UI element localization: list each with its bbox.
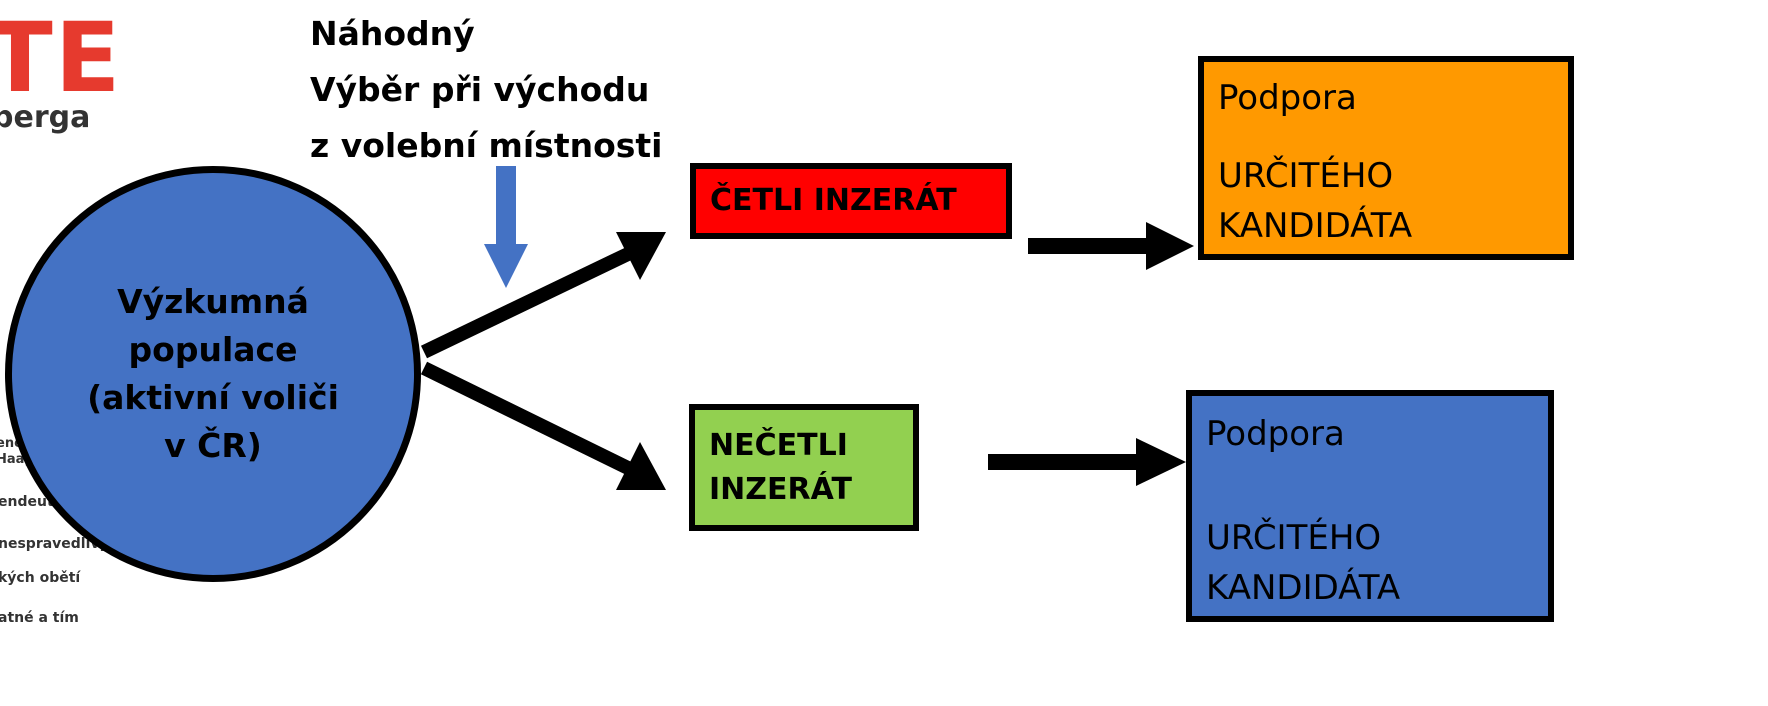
sampling-label: Náhodný Výběr při východu z volební míst… [310, 14, 663, 165]
not-read-ad-box: NEČETLI INZERÁT [689, 404, 919, 531]
result-not-read-line1: Podpora [1206, 414, 1345, 454]
poster-subtitle: berga [0, 100, 91, 135]
result-not-read-line3: KANDIDÁTA [1206, 568, 1401, 608]
sampling-arrow [484, 166, 528, 288]
result-read-line3: KANDIDÁTA [1218, 206, 1413, 246]
population-label: Výzkumná populace (aktivní voliči v ČR) [87, 282, 339, 465]
arrow-not-read-result [988, 438, 1186, 486]
result-not-read-line2: URČITÉHO [1206, 518, 1382, 558]
result-read-line2: URČITÉHO [1218, 156, 1394, 196]
arrow-to-not-read [420, 361, 666, 490]
read-ad-label: ČETLI INZERÁT [710, 183, 957, 218]
result-not-read-box: Podpora URČITÉHO KANDIDÁTA [1186, 390, 1554, 622]
arrow-to-read [420, 232, 666, 359]
result-read-line1: Podpora [1218, 78, 1357, 118]
arrow-read-result [1028, 222, 1194, 270]
not-read-ad-label: NEČETLI INZERÁT [709, 428, 852, 507]
poster-snippet: atné a tím [0, 610, 79, 626]
poster-snippet: kých obětí [0, 570, 81, 586]
poster-logo-text: LTE [0, 2, 123, 114]
read-ad-box: ČETLI INZERÁT [690, 163, 1012, 239]
poster-snippet: nespravedlivý, [0, 536, 113, 552]
result-read-box: Podpora URČITÉHO KANDIDÁTA [1198, 56, 1574, 260]
population-circle: Výzkumná populace (aktivní voliči v ČR) [5, 166, 421, 582]
